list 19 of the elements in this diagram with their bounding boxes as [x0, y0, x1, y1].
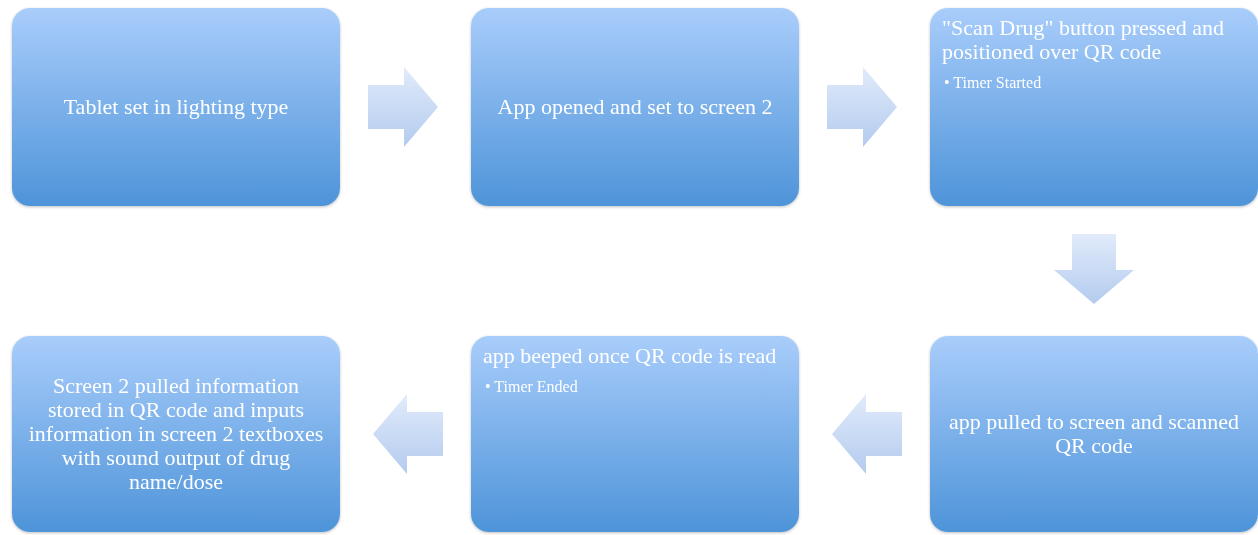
bullet-text: • Timer Started: [943, 74, 1043, 93]
box-text: app pulled to screen and scanned QR code: [947, 409, 1241, 459]
block-arrow: [827, 67, 897, 147]
process-box: [930, 8, 1258, 206]
block-arrow: [368, 67, 438, 147]
box-text: app beeped once QR code is read: [483, 344, 778, 369]
box-text: App opened and set to screen 2: [497, 94, 773, 120]
box-text: Tablet set in lighting type: [63, 94, 289, 120]
process-box: [471, 336, 799, 532]
block-arrow: [1054, 234, 1134, 304]
box-text: "Scan Drug" button pressed and positioned over QR code: [942, 16, 1225, 65]
process-box: [12, 8, 340, 206]
process-box: [471, 8, 799, 206]
block-arrow: [832, 394, 902, 474]
box-text: Screen 2 pulled information stored in QR code and inputs information in screen 2 textboxes with sound output of drug name/dose: [27, 373, 325, 495]
block-arrow: [373, 394, 443, 474]
process-box: [12, 336, 340, 532]
process-box: [930, 336, 1258, 532]
bullet-text: • Timer Ended: [484, 378, 579, 397]
